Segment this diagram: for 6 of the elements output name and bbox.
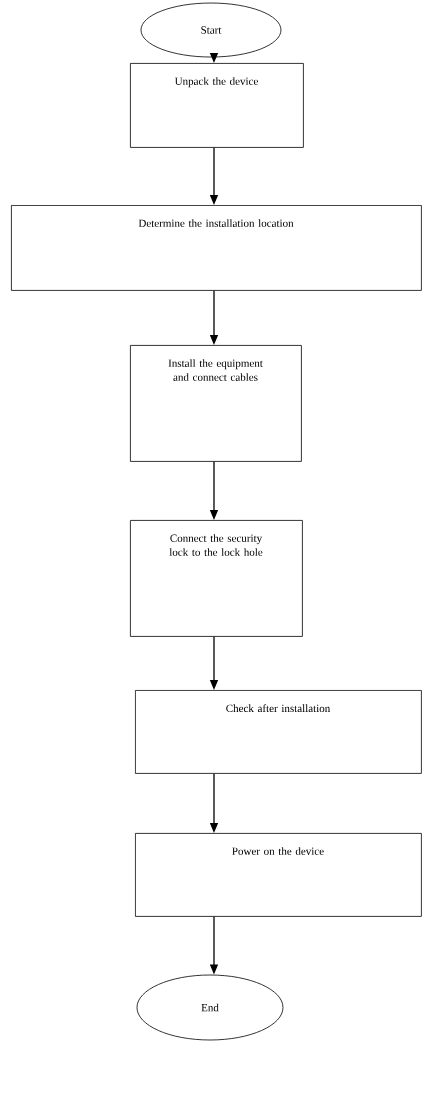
process-box: Determine the installation location <box>11 205 422 291</box>
process-box: Check after installation <box>135 690 422 774</box>
process-box: Install the equipment and connect cables <box>130 345 302 462</box>
process-box: Connect the security lock to the lock hole <box>130 520 303 637</box>
process-box: Unpack the device <box>130 63 304 148</box>
process-box: Power on the device <box>135 833 422 917</box>
